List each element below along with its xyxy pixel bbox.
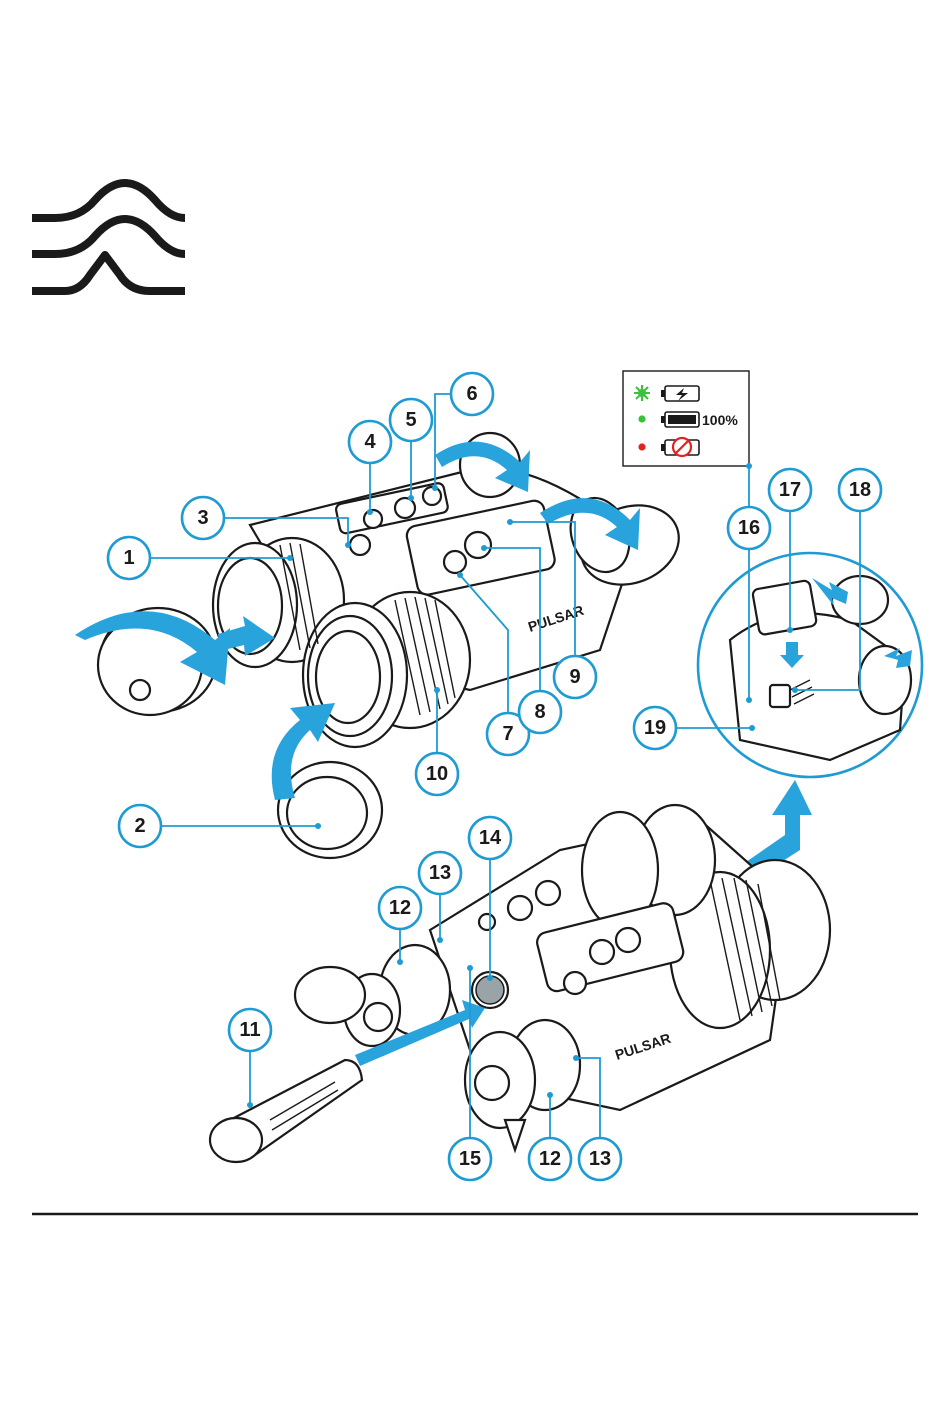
svg-text:16: 16	[738, 517, 760, 539]
svg-text:13: 13	[429, 862, 451, 884]
svg-text:18: 18	[849, 479, 871, 501]
svg-text:14: 14	[479, 827, 502, 849]
svg-text:13: 13	[589, 1148, 611, 1170]
led-blinking-green-icon	[634, 385, 650, 401]
svg-text:19: 19	[644, 717, 666, 739]
callout-3: 3	[182, 497, 224, 539]
callout-13-bottom: 13	[579, 1138, 621, 1180]
svg-text:17: 17	[779, 479, 801, 501]
led-solid-red-icon	[638, 443, 645, 450]
svg-text:3: 3	[197, 507, 208, 529]
svg-text:12: 12	[389, 897, 411, 919]
battery-full-percent: 100%	[702, 412, 738, 428]
svg-text:11: 11	[239, 1019, 260, 1041]
callout-10: 10	[416, 753, 458, 795]
callout-13-top: 13	[419, 852, 461, 894]
binocular-bottom-illustration: PULSAR	[210, 805, 830, 1162]
binocular-top-illustration: PULSAR	[98, 433, 690, 858]
battery-full-icon	[661, 412, 699, 427]
callout-1: 1	[108, 537, 150, 579]
svg-text:4: 4	[364, 431, 376, 453]
callout-14: 14	[469, 817, 511, 859]
callout-5: 5	[390, 399, 432, 441]
callout-2: 2	[119, 805, 161, 847]
svg-text:7: 7	[502, 723, 513, 745]
callout-12-bottom: 12	[529, 1138, 571, 1180]
callout-19: 19	[634, 707, 676, 749]
callout-16: 16	[728, 507, 770, 549]
svg-text:5: 5	[405, 409, 416, 431]
callout-9: 9	[554, 656, 596, 698]
battery-error-icon	[661, 438, 699, 456]
callout-11: 11	[229, 1009, 271, 1051]
callout-8: 8	[519, 691, 561, 733]
battery-legend: 100%	[623, 371, 749, 466]
detail-magnifier	[698, 553, 922, 777]
heat-waves-icon	[32, 183, 185, 291]
callout-12-top: 12	[379, 887, 421, 929]
svg-text:2: 2	[134, 815, 145, 837]
svg-text:6: 6	[466, 383, 477, 405]
callout-15: 15	[449, 1138, 491, 1180]
battery-charging-icon	[661, 386, 699, 401]
callout-18: 18	[839, 469, 881, 511]
svg-text:9: 9	[569, 666, 580, 688]
svg-text:8: 8	[534, 701, 545, 723]
led-solid-green-icon	[638, 415, 645, 422]
callout-4: 4	[349, 421, 391, 463]
callout-6: 6	[451, 373, 493, 415]
svg-text:10: 10	[426, 763, 448, 785]
svg-text:12: 12	[539, 1148, 561, 1170]
svg-text:1: 1	[123, 547, 134, 569]
callout-17: 17	[769, 469, 811, 511]
svg-text:15: 15	[459, 1148, 481, 1170]
